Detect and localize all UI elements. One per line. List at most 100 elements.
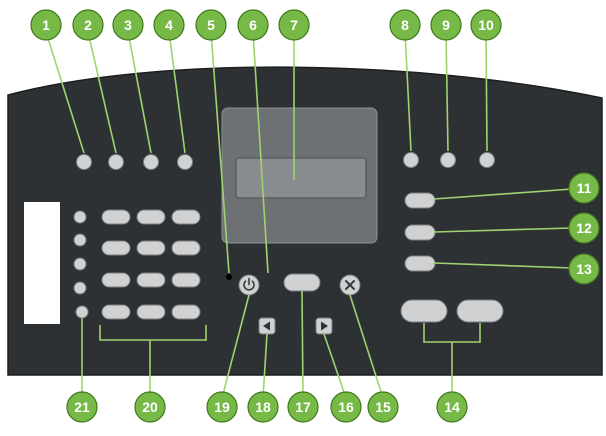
leader-line [433, 188, 573, 200]
svg-text:19: 19 [214, 399, 230, 415]
speed-dial-button-3[interactable] [73, 257, 87, 271]
keypad-key[interactable] [101, 209, 131, 225]
leader-line [404, 31, 412, 152]
callout-16: 16 [330, 391, 362, 423]
svg-text:17: 17 [295, 399, 311, 415]
leader-line [221, 294, 250, 399]
leader-line [168, 31, 186, 154]
leader-line [485, 31, 488, 152]
callout-11: 11 [568, 172, 600, 204]
keypad-key[interactable] [136, 304, 166, 320]
lcd-display [235, 157, 367, 199]
button-12[interactable] [404, 224, 436, 241]
power-button[interactable] [238, 274, 260, 296]
callout-3: 3 [112, 9, 144, 41]
button-1[interactable] [76, 154, 92, 170]
leader-line [433, 262, 573, 269]
label-card-slot [24, 202, 60, 324]
callout-2: 2 [72, 9, 104, 41]
start-buttons [400, 299, 504, 323]
leader-line [127, 31, 152, 154]
svg-text:20: 20 [142, 399, 158, 415]
cancel-button[interactable] [339, 274, 361, 296]
leader-line [262, 333, 268, 399]
power-icon [243, 277, 255, 291]
keypad-key[interactable] [101, 240, 131, 256]
callout-9: 9 [430, 9, 462, 41]
ok-button[interactable] [283, 273, 321, 292]
button-4[interactable] [177, 154, 193, 170]
triangle-left-icon [263, 321, 270, 331]
callout-7: 7 [278, 9, 310, 41]
svg-text:18: 18 [255, 399, 271, 415]
callouts: 1 2 3 4 5 6 7 8 9 10 11 12 13 14 15 16 1… [30, 9, 600, 423]
leader-lines [45, 31, 573, 399]
button-13[interactable] [404, 255, 436, 272]
top-right-button-row [403, 152, 495, 168]
left-arrow-button[interactable] [258, 317, 276, 335]
keypad-key[interactable] [101, 272, 131, 288]
keypad-key[interactable] [171, 240, 201, 256]
keypad-key[interactable] [171, 209, 201, 225]
power-led [226, 274, 232, 280]
keypad-key[interactable] [101, 304, 131, 320]
leader-line [210, 31, 230, 274]
keypad-key[interactable] [171, 272, 201, 288]
svg-text:7: 7 [290, 17, 298, 33]
svg-text:21: 21 [74, 399, 90, 415]
keypad-key[interactable] [136, 272, 166, 288]
button-2[interactable] [108, 154, 124, 170]
svg-text:8: 8 [401, 17, 409, 33]
callout-13: 13 [568, 253, 600, 285]
keypad-key[interactable] [136, 240, 166, 256]
callout-17: 17 [287, 391, 319, 423]
leader-line [87, 31, 117, 154]
close-icon [345, 280, 355, 290]
keypad-key[interactable] [136, 209, 166, 225]
callout-21: 21 [66, 391, 98, 423]
callout-4: 4 [153, 9, 185, 41]
leader-line [99, 325, 207, 341]
speed-dial-button-5[interactable] [75, 305, 89, 319]
button-10[interactable] [479, 152, 495, 168]
callout-8: 8 [389, 9, 421, 41]
start-button-left[interactable] [400, 299, 448, 323]
callout-6: 6 [237, 9, 269, 41]
speed-dial-button-2[interactable] [73, 233, 87, 247]
leader-line [433, 227, 573, 233]
speed-dial-buttons [73, 210, 89, 319]
function-buttons [404, 192, 436, 272]
svg-text:16: 16 [338, 399, 354, 415]
speed-dial-button-1[interactable] [73, 210, 87, 224]
speed-dial-button-4[interactable] [73, 281, 87, 295]
button-8[interactable] [403, 152, 419, 168]
svg-text:13: 13 [576, 261, 592, 277]
svg-text:9: 9 [442, 17, 450, 33]
svg-text:12: 12 [576, 220, 592, 236]
callout-12: 12 [568, 212, 600, 244]
leader-line [252, 31, 269, 274]
svg-text:2: 2 [84, 17, 92, 33]
right-arrow-button[interactable] [315, 317, 333, 335]
callout-20: 20 [134, 391, 166, 423]
leader-line [445, 31, 449, 152]
button-3[interactable] [143, 154, 159, 170]
top-left-button-row [76, 154, 193, 170]
leader-line [45, 31, 85, 154]
button-9[interactable] [440, 152, 456, 168]
svg-text:5: 5 [207, 17, 215, 33]
leader-line [301, 290, 304, 399]
svg-text:6: 6 [249, 17, 257, 33]
svg-text:4: 4 [165, 17, 173, 33]
callout-10: 10 [470, 9, 502, 41]
leader-line [323, 333, 347, 399]
start-button-right[interactable] [456, 299, 504, 323]
keypad-key[interactable] [171, 304, 201, 320]
svg-text:11: 11 [577, 180, 592, 196]
button-11[interactable] [404, 192, 436, 209]
callout-18: 18 [247, 391, 279, 423]
callout-19: 19 [206, 391, 238, 423]
triangle-right-icon [321, 321, 328, 331]
